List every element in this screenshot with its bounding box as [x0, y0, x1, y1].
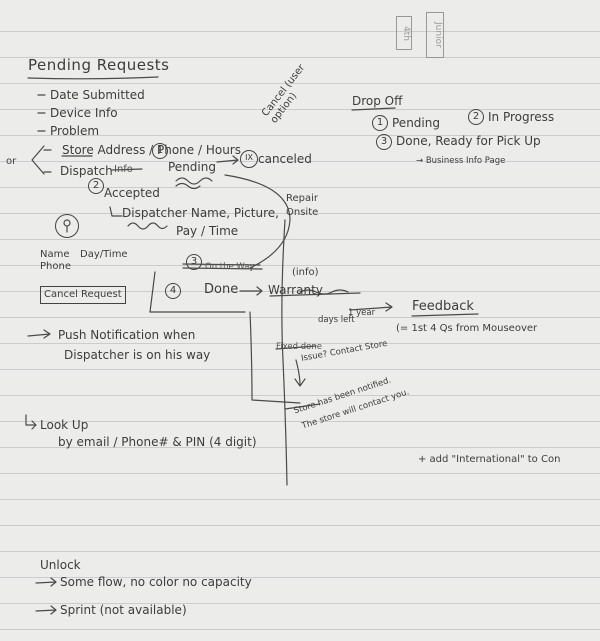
- dispatch-label: Dispatch: [60, 164, 113, 178]
- dropoff-step-3-circle: 3: [376, 134, 392, 150]
- status-warranty: Warranty: [268, 283, 323, 297]
- step-4-circle: 4: [165, 283, 181, 299]
- feedback-questions-note: (= 1st 4 Qs from Mouseover: [396, 323, 538, 334]
- fixed-strike: [275, 345, 317, 350]
- scribble-accepted: [175, 177, 213, 190]
- push-notification-line-1: Push Notification when: [58, 328, 196, 342]
- flow-curve: [224, 174, 291, 269]
- unlock-option-1: Some flow, no color no capacity: [60, 575, 252, 589]
- dispatcher-info: Dispatcher Name, Picture,: [122, 206, 279, 220]
- pay-time: Pay / Time: [176, 224, 239, 238]
- status-canceled: canceled: [258, 152, 312, 166]
- status-done: Done: [204, 282, 239, 297]
- dropoff-underline: [351, 107, 396, 111]
- international-note: + add "International" to Con: [418, 454, 561, 465]
- feedback-label: Feedback: [412, 299, 474, 314]
- unlock-option-2: Sprint (not available): [60, 603, 187, 617]
- status-on-the-way: On the Way: [205, 262, 255, 272]
- dispatch-struck-info: Info: [114, 164, 133, 175]
- bullet-dashes: [37, 94, 52, 173]
- drop-off-label: Drop Off: [352, 94, 403, 108]
- avatar-phone: Phone: [40, 261, 71, 272]
- tab-4th[interactable]: 4th: [396, 16, 412, 50]
- arrow-dispatcher: [109, 206, 123, 217]
- one-year-label: 1 year: [348, 308, 376, 318]
- flow-bracket: [149, 271, 246, 313]
- or-bracket: [31, 145, 45, 175]
- field-problem: Problem: [50, 124, 100, 138]
- field-device-info: Device Info: [50, 106, 118, 120]
- info-strike: [111, 168, 143, 171]
- repair-onsite-note: Repair Onsite: [286, 193, 319, 218]
- avatar-name: Name: [40, 249, 70, 260]
- warranty-strike: [269, 289, 361, 297]
- field-date-submitted: Date Submitted: [50, 88, 145, 102]
- days-left-label: days left: [318, 315, 355, 325]
- unlock-label: Unlock: [40, 558, 81, 572]
- step-3-circle: 3: [186, 254, 202, 270]
- dropoff-pending: Pending: [392, 116, 440, 130]
- person-icon: [63, 219, 71, 233]
- arrow-push: [27, 329, 51, 339]
- field-store-address: Store Address / Phone / Hours: [62, 143, 241, 157]
- push-notification-line-2: Dispatcher is on his way: [64, 348, 211, 362]
- dropoff-step-2-circle: 2: [468, 109, 484, 125]
- status-pending: Pending: [168, 160, 216, 174]
- dropoff-in-progress: In Progress: [488, 110, 555, 124]
- arrow-unlock-1: [35, 577, 57, 587]
- canceled-circle: IX: [240, 150, 258, 168]
- or-label: or: [6, 156, 17, 167]
- scribble-pay: [127, 222, 168, 230]
- feedback-underline: [411, 313, 479, 317]
- arrow-to-feedback: [349, 302, 393, 312]
- business-info-page: → Business Info Page: [416, 156, 506, 166]
- page-title: Pending Requests: [28, 56, 170, 74]
- avatar-circle: [55, 214, 79, 238]
- avatar-day-time: Day/Time: [80, 249, 128, 260]
- dropoff-step-1-circle: 1: [372, 115, 388, 131]
- status-accepted: Accepted: [104, 186, 160, 200]
- title-underline: [27, 76, 159, 80]
- step-1-circle: 1: [152, 143, 168, 159]
- arrow-store-notified: [294, 359, 306, 387]
- arrow-to-canceled: [216, 155, 239, 165]
- fixed-done-struck: Fixed done: [276, 342, 322, 352]
- store-line: [284, 403, 321, 410]
- flow-line-down: [249, 311, 301, 404]
- lookup-detail: by email / Phone# & PIN (4 digit): [58, 435, 257, 449]
- dropoff-done-ready: Done, Ready for Pick Up: [396, 134, 541, 148]
- info-note: (info): [292, 267, 319, 278]
- step-2-circle: 2: [88, 178, 104, 194]
- arrow-lookup: [25, 414, 37, 430]
- tab-junior[interactable]: Junior: [426, 12, 444, 58]
- cancel-request-button[interactable]: Cancel Request: [40, 286, 126, 304]
- arrow-unlock-2: [35, 605, 57, 615]
- lookup-label: Look Up: [40, 418, 89, 432]
- flow-line-long: [281, 219, 288, 486]
- arrow-done-warranty: [239, 286, 263, 296]
